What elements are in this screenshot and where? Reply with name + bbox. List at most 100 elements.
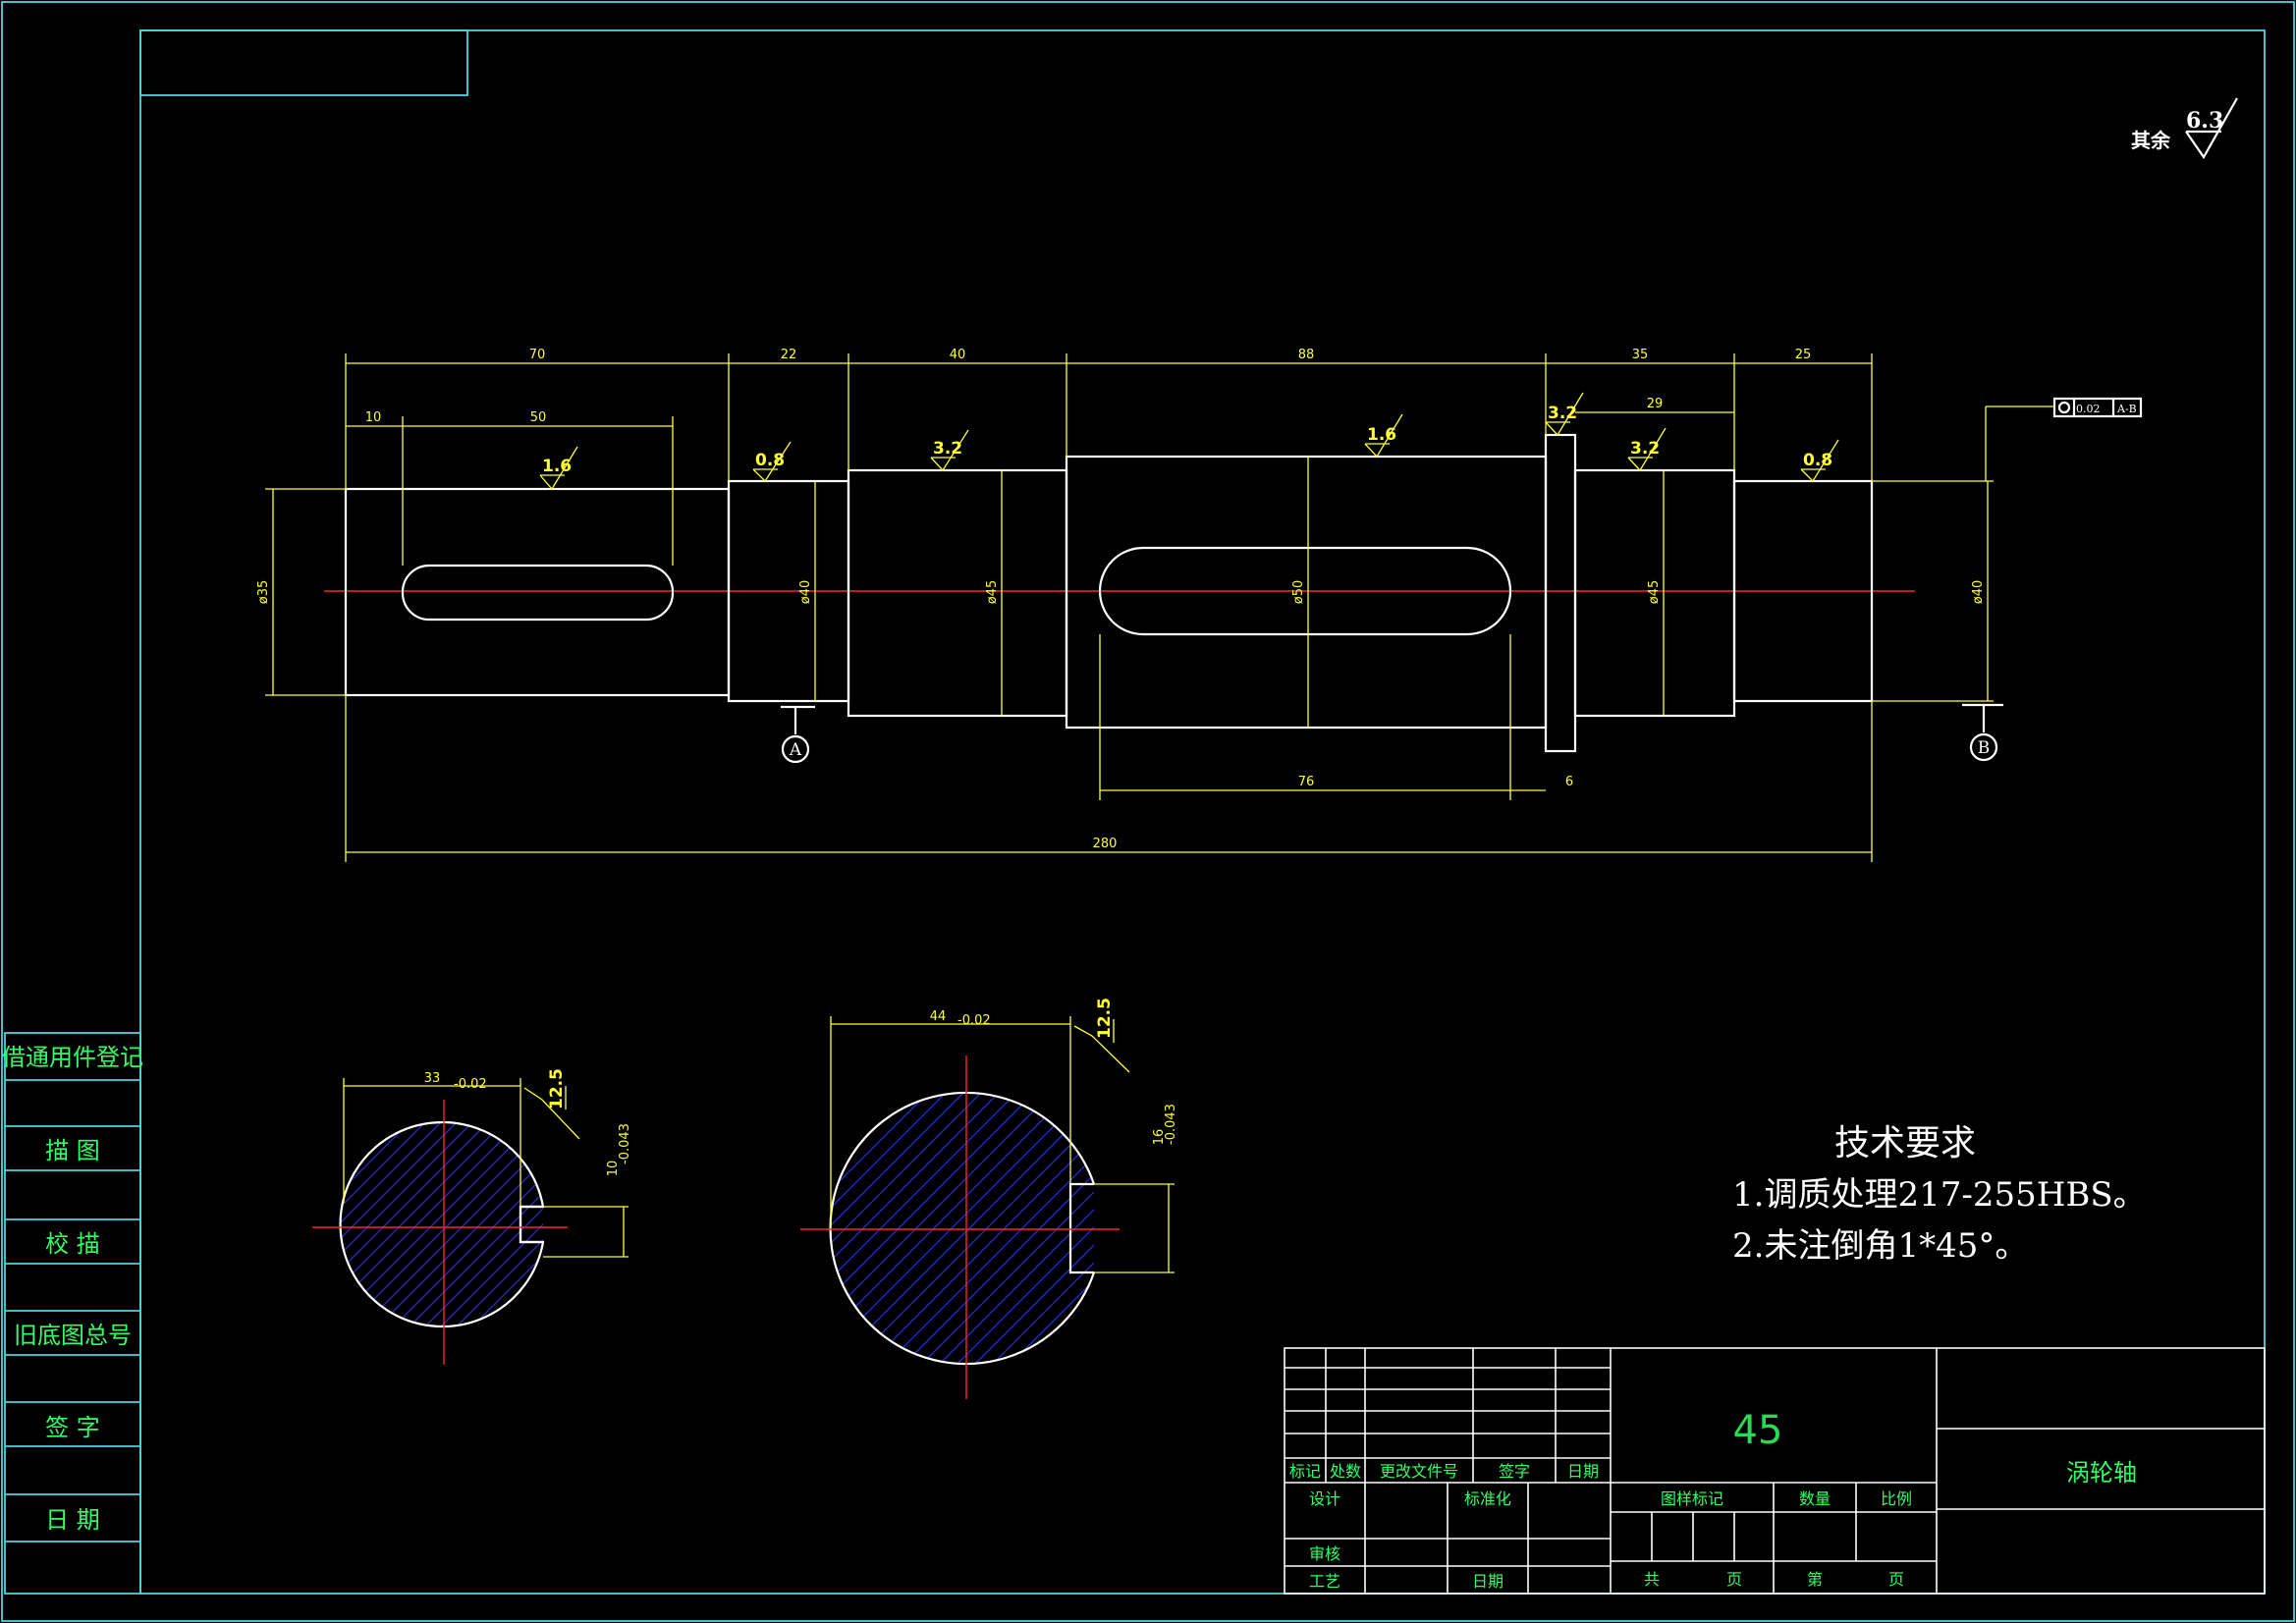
hatch-line (968, 1093, 1094, 1365)
sec-left-width: 33 (424, 1071, 441, 1086)
dim-6: 6 (1565, 775, 1573, 789)
sec-right-rough: 12.5 (1095, 998, 1115, 1039)
sec-left-dtol: -0.043 (618, 1123, 632, 1164)
tb-sample: 图样标记 (1661, 1489, 1723, 1508)
hatch-line (986, 1093, 1094, 1365)
general-roughness: 其余 6.3 (2131, 97, 2238, 160)
dim-29: 29 (1647, 397, 1664, 411)
hatch-line (1004, 1093, 1094, 1365)
dim-76: 76 (1298, 775, 1315, 789)
hatch-line (558, 1119, 774, 1335)
general-roughness-value: 6.3 (2186, 108, 2223, 134)
tol-value: 0.02 (2076, 403, 2101, 415)
tb-scale: 比例 (1881, 1489, 1912, 1508)
rough-2: 0.8 (755, 451, 785, 470)
dim-phi45b: ø45 (1647, 580, 1662, 605)
material: 45 (1733, 1408, 1783, 1453)
sec-left-tol: -0.02 (454, 1077, 487, 1092)
tb-review: 审核 (1309, 1544, 1340, 1563)
hatch-line (340, 1122, 445, 1326)
dim-35: 35 (1632, 348, 1649, 362)
tol-ref: A-B (2116, 403, 2137, 415)
dim-70: 70 (529, 348, 546, 362)
dim-phi50: ø50 (1291, 580, 1306, 605)
dim-40: 40 (950, 348, 966, 362)
hatch-line (118, 1119, 334, 1335)
hatch-line (830, 1093, 932, 1365)
hatch-line (541, 1122, 543, 1326)
rough-4: 1.6 (1367, 425, 1396, 445)
dim-phi35: ø35 (256, 580, 271, 605)
rough-6: 3.2 (1630, 439, 1660, 459)
tb-mark: 标记 (1289, 1462, 1321, 1481)
strip-item-6: 日 期 (45, 1506, 100, 1534)
sec-right-dtol: -0.043 (1164, 1104, 1178, 1145)
tb-qty: 数量 (1799, 1489, 1831, 1508)
dim-phi40b: ø40 (1971, 580, 1986, 605)
datum-marks: A B (781, 703, 2003, 764)
tech-requirements: 技术要求 1.调质处理217-255HBS。 2.未注倒角1*45°。 (1732, 1123, 2147, 1266)
diameter-dimensions: ø35 ø40 ø45 ø50 ø45 ø40 (256, 457, 1994, 728)
tech-line-1: 1.调质处理217-255HBS。 (1732, 1175, 2147, 1215)
tb-nth: 第 (1807, 1570, 1823, 1589)
strip-item-2: 描 图 (45, 1137, 100, 1164)
tb-doc: 更改文件号 (1380, 1462, 1458, 1481)
bottom-dimensions: 76 6 280 (345, 634, 1873, 862)
dim-10: 10 (365, 410, 382, 425)
datum-b: B (1978, 738, 1991, 758)
sec-right-width: 44 (930, 1009, 947, 1024)
hatch-line (830, 1093, 950, 1365)
hatch-line (340, 1122, 429, 1326)
hatch-line (463, 1122, 543, 1326)
hatch-line (340, 1122, 413, 1326)
dim-88: 88 (1298, 348, 1315, 362)
general-roughness-label: 其余 (2131, 129, 2171, 152)
sec-left-depth: 10 (606, 1161, 621, 1177)
tb-design: 设计 (1309, 1489, 1340, 1508)
tech-title: 技术要求 (1834, 1123, 1976, 1163)
strip-item-3: 校 描 (45, 1230, 100, 1258)
datum-a: A (789, 740, 802, 760)
tb-count: 处数 (1330, 1462, 1361, 1481)
section-right: 44 -0.02 12.5 16 -0.043 (545, 998, 1178, 1399)
left-strip: 借通用件登记 描 图 校 描 旧底图总号 签 字 日 期 (2, 1032, 143, 1595)
strip-item-1: 借通用件登记 (2, 1044, 143, 1071)
part-name: 涡轮轴 (2066, 1459, 2137, 1487)
tb-page2: 页 (1888, 1570, 1904, 1589)
rough-1: 1.6 (542, 457, 572, 476)
tech-line-2: 2.未注倒角1*45°。 (1732, 1226, 2028, 1266)
dim-280: 280 (1093, 837, 1118, 851)
top-left-box (139, 29, 468, 96)
section-left: 33 -0.02 12.5 10 -0.043 (118, 1068, 774, 1365)
roughness-marks: 1.6 0.8 3.2 1.6 3.2 3.2 0.8 (539, 392, 1839, 491)
rough-7: 0.8 (1803, 451, 1832, 470)
drawing-border (139, 29, 2266, 1595)
tolerance-frame: 0.02 A-B (1985, 397, 2143, 481)
tb-total: 共 (1644, 1570, 1660, 1589)
tb-std: 标准化 (1464, 1489, 1511, 1508)
tb-sign: 签字 (1499, 1462, 1530, 1481)
hatch-line (447, 1122, 543, 1326)
tb-date2: 日期 (1472, 1572, 1503, 1591)
rough-5: 3.2 (1548, 404, 1577, 423)
dim-phi45a: ø45 (985, 580, 1000, 605)
rough-3: 3.2 (933, 439, 962, 459)
hatch-line (545, 1090, 825, 1370)
sec-left-rough: 12.5 (547, 1068, 567, 1109)
sec-right-depth: 16 (1152, 1129, 1167, 1146)
tb-date: 日期 (1567, 1462, 1599, 1481)
tb-process: 工艺 (1309, 1572, 1340, 1591)
sec-right-tol: -0.02 (957, 1013, 991, 1028)
dim-22: 22 (781, 348, 797, 362)
shaft-outline (344, 433, 1874, 753)
dim-phi40: ø40 (798, 580, 813, 605)
title-block: 45 涡轮轴 标记 处数 更改文件号 签字 日期 设计 标准化 审核 工艺 日期… (1284, 1347, 2266, 1595)
dim-50: 50 (530, 410, 547, 425)
top-dimensions: 70 22 40 88 35 25 10 50 29 (345, 348, 1873, 566)
hatch-line (830, 1093, 967, 1365)
strip-item-4: 旧底图总号 (14, 1322, 132, 1349)
hatch-line (1092, 1093, 1094, 1365)
dim-25: 25 (1795, 348, 1812, 362)
